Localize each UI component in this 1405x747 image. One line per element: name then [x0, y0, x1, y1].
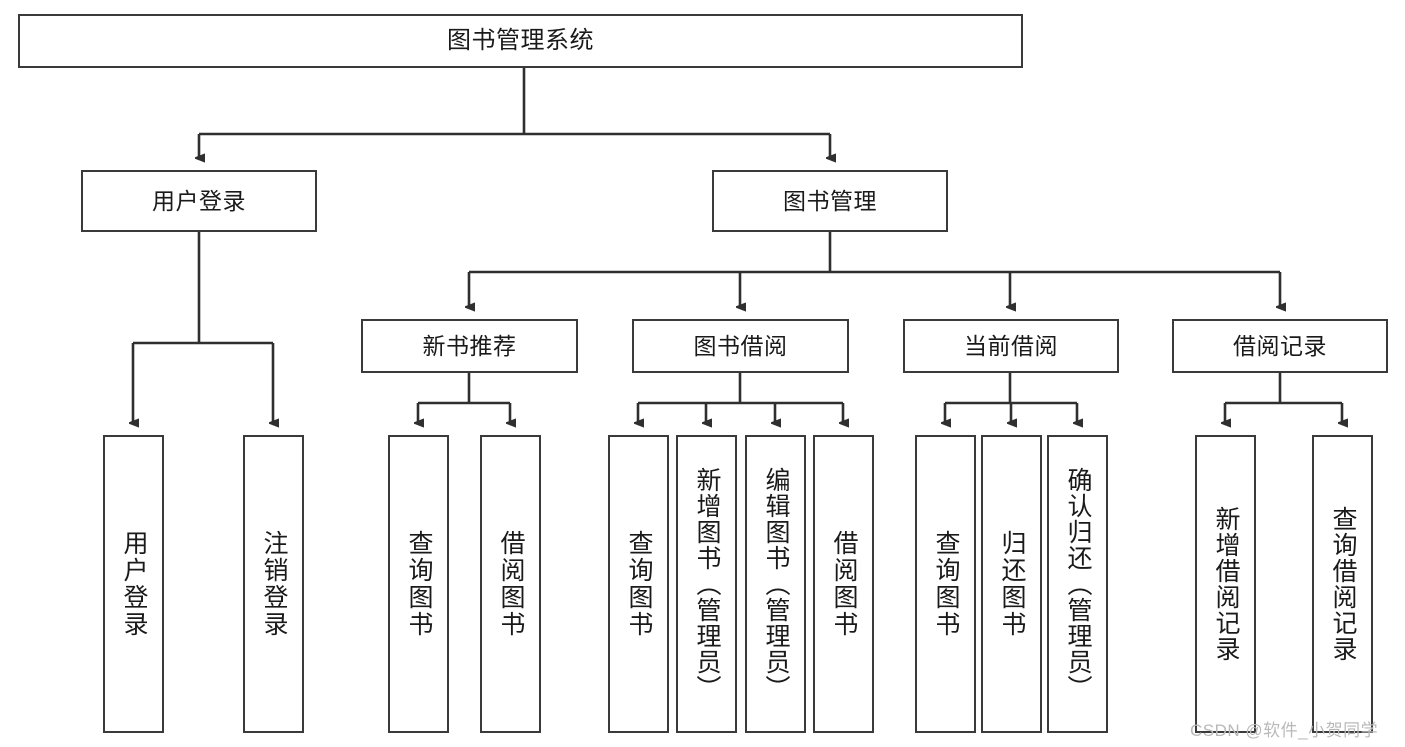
- node-book-management[interactable]: 图书管理: [712, 170, 948, 232]
- node-label: 新书推荐: [422, 332, 517, 359]
- leaf-borrow-record-query-record[interactable]: 查询借阅记录: [1312, 435, 1373, 733]
- node-borrow-record[interactable]: 借阅记录: [1172, 319, 1388, 373]
- node-label: 注销登录: [260, 530, 288, 638]
- node-new-book-recommend[interactable]: 新书推荐: [361, 319, 578, 373]
- node-label: 编辑图书（管理员）: [762, 467, 790, 701]
- leaf-book-borrow-add-book-admin[interactable]: 新增图书（管理员）: [676, 435, 737, 733]
- node-label: 图书管理系统: [447, 27, 594, 55]
- node-label: 用户登录: [152, 187, 246, 214]
- leaf-user-login-logout[interactable]: 注销登录: [243, 435, 304, 733]
- node-label: 图书管理: [783, 187, 877, 214]
- leaf-current-borrow-confirm-return-admin[interactable]: 确认归还（管理员）: [1047, 435, 1108, 733]
- node-label: 查询借阅记录: [1329, 506, 1357, 662]
- node-label: 查询图书: [405, 530, 433, 638]
- leaf-current-borrow-query-book[interactable]: 查询图书: [915, 435, 976, 733]
- node-label: 图书借阅: [693, 332, 788, 359]
- leaf-borrow-record-add-record[interactable]: 新增借阅记录: [1195, 435, 1256, 733]
- node-label: 借阅图书: [497, 530, 525, 638]
- leaf-book-borrow-edit-book-admin[interactable]: 编辑图书（管理员）: [745, 435, 806, 733]
- node-user-login[interactable]: 用户登录: [81, 170, 317, 232]
- node-label: 新增借阅记录: [1212, 506, 1240, 662]
- node-label: 借阅图书: [830, 530, 858, 638]
- node-label: 查询图书: [625, 530, 653, 638]
- node-label: 归还图书: [998, 530, 1026, 638]
- node-book-borrow[interactable]: 图书借阅: [632, 319, 849, 373]
- node-root-book-management-system[interactable]: 图书管理系统: [18, 14, 1023, 68]
- leaf-new-book-borrow-book[interactable]: 借阅图书: [480, 435, 541, 733]
- leaf-user-login-login[interactable]: 用户登录: [103, 435, 164, 733]
- leaf-new-book-query-book[interactable]: 查询图书: [388, 435, 449, 733]
- node-label: 查询图书: [932, 530, 960, 638]
- node-label: 当前借阅: [964, 332, 1058, 359]
- leaf-book-borrow-borrow-book[interactable]: 借阅图书: [813, 435, 874, 733]
- leaf-book-borrow-query-book[interactable]: 查询图书: [608, 435, 669, 733]
- csdn-watermark: CSDN @软件_小贺同学: [1190, 721, 1379, 740]
- leaf-current-borrow-return-book[interactable]: 归还图书: [981, 435, 1042, 733]
- node-label: 确认归还（管理员）: [1064, 467, 1092, 701]
- node-label: 借阅记录: [1233, 332, 1327, 359]
- node-label: 用户登录: [120, 530, 148, 638]
- node-current-borrow[interactable]: 当前借阅: [903, 319, 1119, 373]
- node-label: 新增图书（管理员）: [693, 467, 721, 701]
